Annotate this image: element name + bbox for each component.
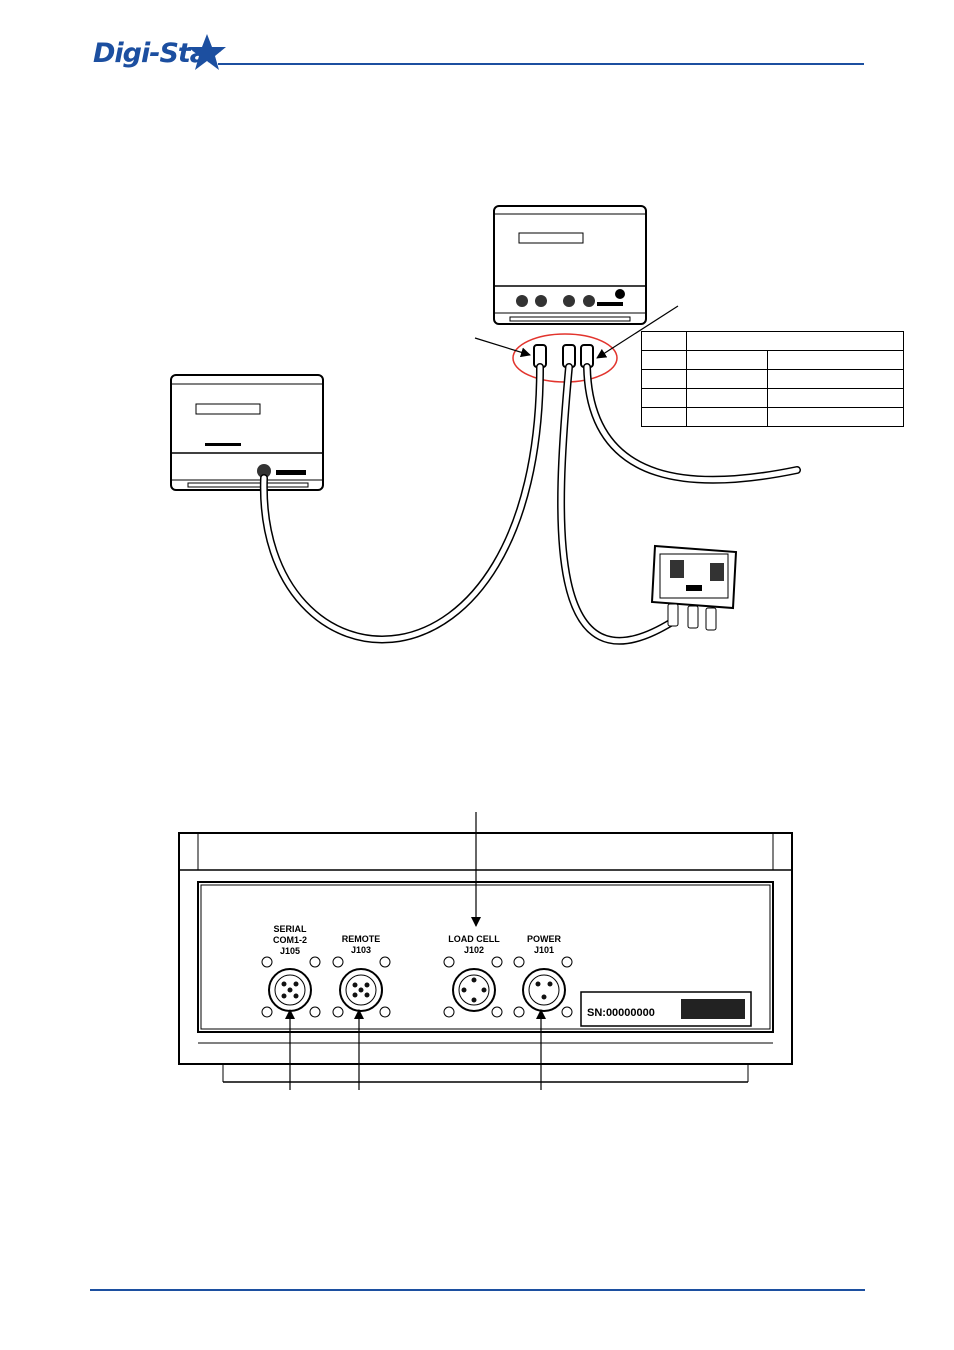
svg-text:SERIAL: SERIAL [273,924,307,934]
svg-text:POWER: POWER [527,934,562,944]
table-cell [641,407,687,427]
table-cell [641,350,687,370]
pinout-table [641,331,904,427]
label-power-2: J101 [534,945,554,955]
barcode [681,999,745,1019]
footer-rule [90,1289,865,1291]
connector-labels: SERIAL COM1-2 J105 REMOTE J103 LOAD CELL… [273,924,562,956]
serial-number: SN:00000000 [587,1007,655,1019]
svg-text:J105: J105 [280,946,300,956]
header-rule [218,63,864,65]
page-header: Digi-Star [0,0,954,80]
table-cell [767,407,904,427]
label-serial-1: SERIAL [273,924,307,934]
screws [261,956,573,1018]
table-cell [686,331,904,351]
label-serial-2: COM1-2 [273,935,307,945]
table-cell [686,388,768,408]
label-power-1: POWER [527,934,562,944]
label-loadcell-2: J102 [464,945,484,955]
arrow-icon [596,305,679,359]
svg-text:COM1-2: COM1-2 [273,935,307,945]
table-cell [767,350,904,370]
cables [259,363,801,645]
junction-box [650,544,738,631]
table-cell [767,388,904,408]
table-cell [641,388,687,408]
table-cell [686,369,768,389]
plugged-connectors [533,344,594,368]
table-cell [641,331,687,351]
connector-pins [281,977,553,1003]
label-loadcell-1: LOAD CELL [448,934,500,944]
star-icon [188,34,226,70]
label-remote-2: J103 [351,945,371,955]
table-cell [686,407,768,427]
label-remote-1: REMOTE [342,934,381,944]
remote-indicator [170,374,324,491]
svg-text:LOAD CELL: LOAD CELL [448,934,500,944]
table-cell [641,369,687,389]
svg-text:REMOTE: REMOTE [342,934,381,944]
svg-text:J102: J102 [464,945,484,955]
svg-text:J103: J103 [351,945,371,955]
svg-text:J101: J101 [534,945,554,955]
table-cell [686,350,768,370]
bottom-panel-view [178,832,793,1083]
arrow-icon [474,337,531,358]
table-cell [767,369,904,389]
label-serial-3: J105 [280,946,300,956]
main-indicator [493,205,647,325]
